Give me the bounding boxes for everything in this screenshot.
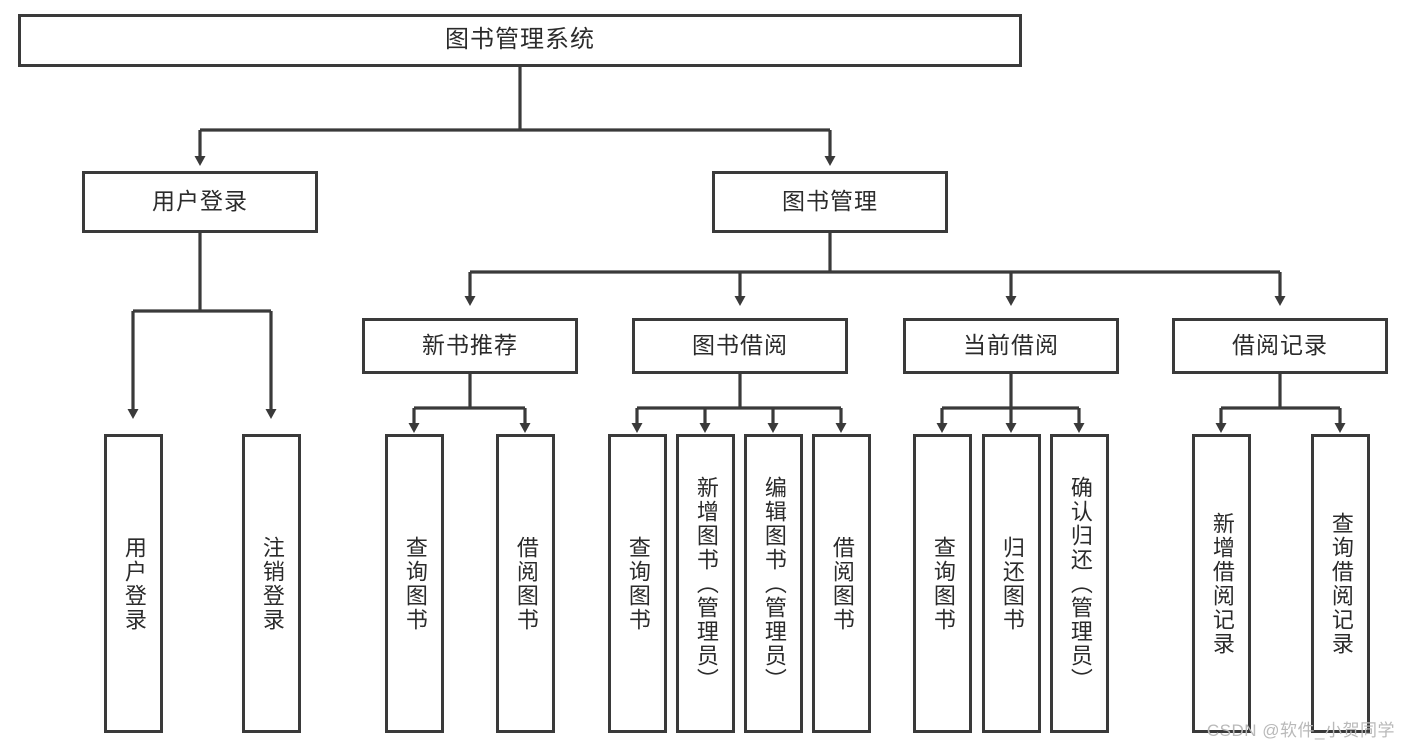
node-new-book-recommend[interactable]: 新书推荐 (362, 318, 578, 374)
leaf-query-book-recommend[interactable]: 查询图书 (385, 434, 444, 733)
leaf-query-borrow-record[interactable]: 查询借阅记录 (1311, 434, 1370, 733)
leaf-add-book-admin[interactable]: 新增图书（管理员） (676, 434, 735, 733)
node-user-login[interactable]: 用户登录 (82, 171, 318, 233)
node-label: 确认归还（管理员） (1067, 475, 1093, 692)
node-label: 新增图书（管理员） (693, 475, 719, 692)
leaf-edit-book-admin[interactable]: 编辑图书（管理员） (744, 434, 803, 733)
leaf-borrow-book-recommend[interactable]: 借阅图书 (496, 434, 555, 733)
leaf-return-book[interactable]: 归还图书 (982, 434, 1041, 733)
node-label: 图书借阅 (692, 332, 788, 359)
node-label: 新增借阅记录 (1209, 511, 1235, 656)
node-label: 查询图书 (625, 535, 651, 632)
node-label: 当前借阅 (963, 332, 1059, 359)
node-book-management[interactable]: 图书管理 (712, 171, 948, 233)
node-label: 查询图书 (930, 535, 956, 632)
node-label: 图书管理系统 (445, 26, 595, 54)
node-current-borrow[interactable]: 当前借阅 (903, 318, 1119, 374)
node-label: 归还图书 (999, 535, 1025, 632)
leaf-query-book-manage[interactable]: 查询图书 (608, 434, 667, 733)
leaf-add-borrow-record[interactable]: 新增借阅记录 (1192, 434, 1251, 733)
node-label: 借阅图书 (513, 535, 539, 632)
node-root-system[interactable]: 图书管理系统 (18, 14, 1022, 67)
leaf-borrow-book-manage[interactable]: 借阅图书 (812, 434, 871, 733)
node-label: 借阅记录 (1232, 332, 1328, 359)
node-label: 查询图书 (402, 535, 428, 632)
node-label: 用户登录 (152, 188, 248, 215)
node-label: 用户登录 (121, 535, 147, 632)
node-label: 借阅图书 (829, 535, 855, 632)
node-label: 编辑图书（管理员） (761, 475, 787, 692)
leaf-user-login[interactable]: 用户登录 (104, 434, 163, 733)
leaf-logout[interactable]: 注销登录 (242, 434, 301, 733)
node-label: 图书管理 (782, 188, 878, 215)
node-borrow-record[interactable]: 借阅记录 (1172, 318, 1388, 374)
node-label: 查询借阅记录 (1328, 511, 1354, 656)
node-book-borrow[interactable]: 图书借阅 (632, 318, 848, 374)
node-label: 注销登录 (259, 535, 285, 632)
leaf-confirm-return-admin[interactable]: 确认归还（管理员） (1050, 434, 1109, 733)
leaf-query-book-current[interactable]: 查询图书 (913, 434, 972, 733)
node-label: 新书推荐 (422, 332, 518, 359)
